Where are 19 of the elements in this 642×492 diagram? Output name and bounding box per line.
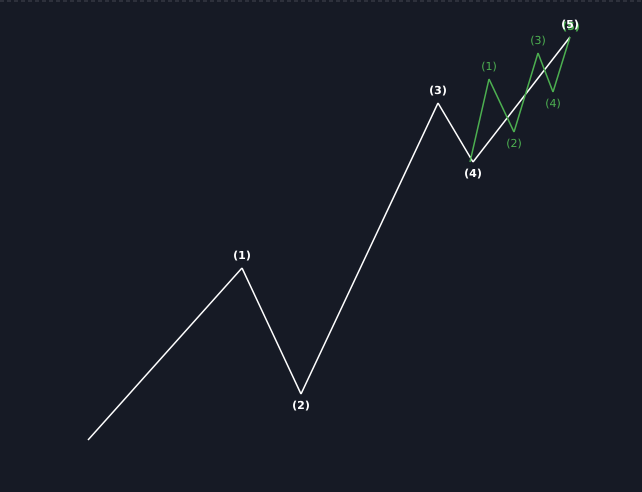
wave-label: (1) <box>481 60 497 79</box>
wave-line <box>469 78 490 162</box>
wave-line <box>488 78 515 132</box>
wave-label: (3) <box>530 34 546 53</box>
wave-label: (4) <box>464 162 482 181</box>
wave-line <box>241 268 302 394</box>
wave-line <box>472 36 571 162</box>
wave-line <box>537 52 554 92</box>
wave-line <box>552 36 571 92</box>
wave-label: (3) <box>429 84 447 103</box>
wave-label: (2) <box>292 394 310 413</box>
wave-label: (4) <box>545 92 561 111</box>
wave-label: (5) <box>561 18 579 37</box>
wave-line <box>300 102 439 394</box>
wave-line <box>437 102 474 162</box>
wave-label: (2) <box>506 132 522 151</box>
wave-line <box>87 268 243 440</box>
wave-label: (1) <box>233 249 251 268</box>
wave-line <box>513 52 539 132</box>
